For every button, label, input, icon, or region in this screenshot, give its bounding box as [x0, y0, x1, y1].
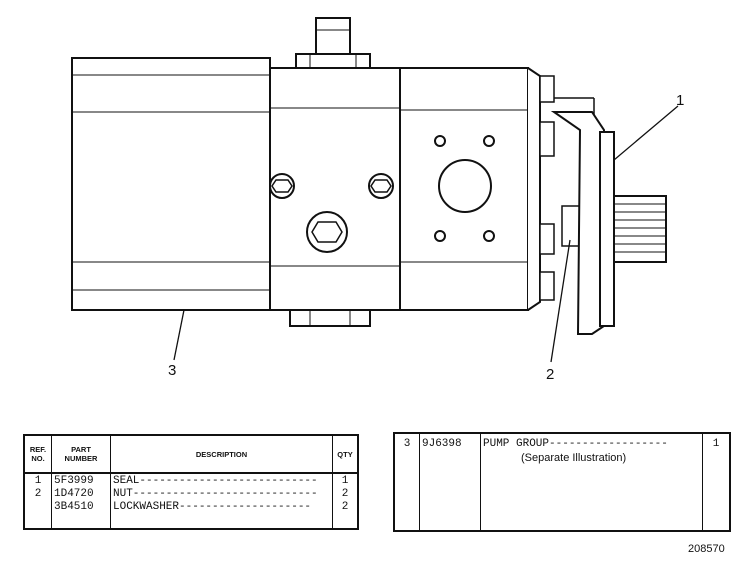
mounting-flange: [550, 111, 615, 335]
header-qty: QTY: [332, 435, 359, 474]
header-ref-no: REF. NO.: [23, 435, 52, 474]
callout-3: 3: [168, 362, 177, 379]
port-flange: [434, 135, 495, 242]
table-row: 1 2 5F3999 1D4720 3B4510 SEAL-----------…: [23, 473, 359, 529]
parts-list-table-continued: 3 9J6398 PUMP GROUP------------------ (S…: [393, 432, 731, 532]
table-row: 3 9J6398 PUMP GROUP------------------ (S…: [393, 433, 731, 531]
leader-lines: [173, 105, 679, 363]
figure-number: 208570: [688, 543, 725, 555]
splined-shaft: [613, 195, 667, 263]
description-cell: SEAL--------------------------- NUT-----…: [110, 473, 333, 529]
part-number-cell: 5F3999 1D4720 3B4510: [51, 473, 111, 529]
table-header-row: REF. NO. PART NUMBER DESCRIPTION QTY: [23, 435, 359, 474]
pump-assembly-drawing: [71, 17, 679, 363]
hex-plugs: [269, 173, 394, 253]
qty-cell: 1: [702, 433, 731, 531]
description-line: PUMP GROUP------------------: [483, 438, 668, 450]
ref-cell: 1 2: [23, 473, 52, 529]
ref-cell: 3: [393, 433, 420, 531]
qty-cell: 1 2 2: [332, 473, 359, 529]
part-number-cell: 9J6398: [419, 433, 481, 531]
description-note: (Separate Illustration): [521, 452, 627, 464]
header-description: DESCRIPTION: [110, 435, 333, 474]
description-cell: PUMP GROUP------------------ (Separate I…: [480, 433, 703, 531]
pump-housing: [71, 57, 541, 311]
header-part-number: PART NUMBER: [51, 435, 111, 474]
top-nut: [295, 17, 371, 69]
callout-1: 1: [676, 92, 685, 109]
callout-2: 2: [546, 366, 555, 383]
parts-list-table: REF. NO. PART NUMBER DESCRIPTION QTY 1 2…: [23, 434, 359, 530]
